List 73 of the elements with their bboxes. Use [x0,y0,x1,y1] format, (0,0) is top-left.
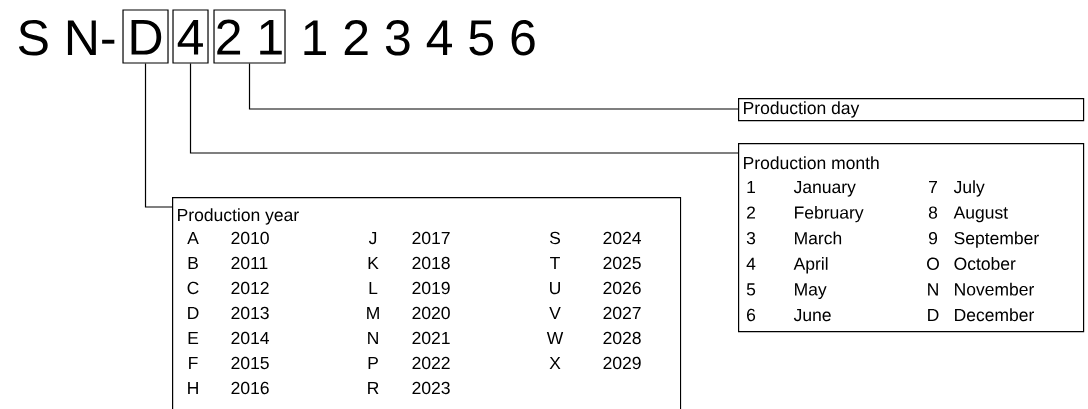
year: 2022 [412,356,450,370]
year: 2013 [231,306,269,320]
month-code: 3 [746,232,756,245]
year: 2019 [412,281,450,295]
month-name: September [954,231,1039,248]
month-code: 8 [928,206,938,219]
info-box: Production day [738,98,1085,122]
month-name: July [953,180,985,197]
year-code: J [368,231,377,245]
leader-line [248,63,739,110]
month-code: 6 [747,308,756,322]
month-name: August [953,206,1008,223]
year-code: B [188,256,198,269]
year: 2025 [603,256,641,270]
month-name: May [795,283,827,300]
digit-box: 4 [172,9,209,64]
year-code: H [188,381,198,394]
leader-line [144,63,173,208]
year-code: U [550,281,560,295]
month-code: 9 [928,232,938,245]
month-name: April [793,257,828,274]
digit-box: 2 1 [213,9,286,64]
month-code: O [927,257,939,270]
year: 2016 [231,381,269,395]
year-code: C [187,281,199,295]
year: 2010 [231,231,269,245]
year: 2021 [412,331,450,345]
year-code: T [550,256,560,269]
year: 2023 [412,381,450,395]
year-code: P [368,356,378,369]
serial-text: S N- [18,20,115,56]
year-code: S [549,231,561,245]
month-name: February [795,205,864,223]
year: 2011 [231,256,268,270]
year-code: W [546,331,564,344]
month-code: N [928,283,938,296]
month-name: June [793,308,831,322]
leader-line [189,63,739,154]
month-code: D [928,308,939,321]
month-name: January [793,180,856,197]
year: 2020 [412,306,450,320]
month-code: 1 [747,180,755,193]
serial-text: 1 2 3 4 5 6 [304,20,535,56]
year-code: X [549,356,561,369]
year: 2029 [603,356,641,370]
month-name: November [955,282,1034,296]
year-code: A [187,231,199,244]
year-code: R [368,381,379,394]
year: 2027 [603,306,641,320]
month-name: December [955,308,1034,322]
year: 2028 [603,331,641,345]
year: 2014 [231,331,269,345]
year: 2015 [231,356,269,370]
year-code: V [549,306,561,319]
month-code: 7 [929,180,937,193]
month-code: 4 [746,257,756,270]
month-code: 2 [747,206,755,219]
month-name: October [954,257,1016,270]
year: 2026 [603,281,641,295]
year-code: L [369,281,378,294]
year: 2024 [603,231,641,245]
year-code: M [367,306,379,319]
year-code: F [189,356,198,369]
year: 2018 [412,256,450,270]
year: 2012 [231,281,269,295]
year-code: E [188,331,199,344]
year-code: K [368,256,379,269]
year: 2017 [412,231,450,245]
month-name: March [795,231,842,245]
month-code: 5 [746,283,756,296]
digit-box: D [122,9,169,64]
year-code: D [188,306,199,319]
year-code: N [368,331,378,344]
